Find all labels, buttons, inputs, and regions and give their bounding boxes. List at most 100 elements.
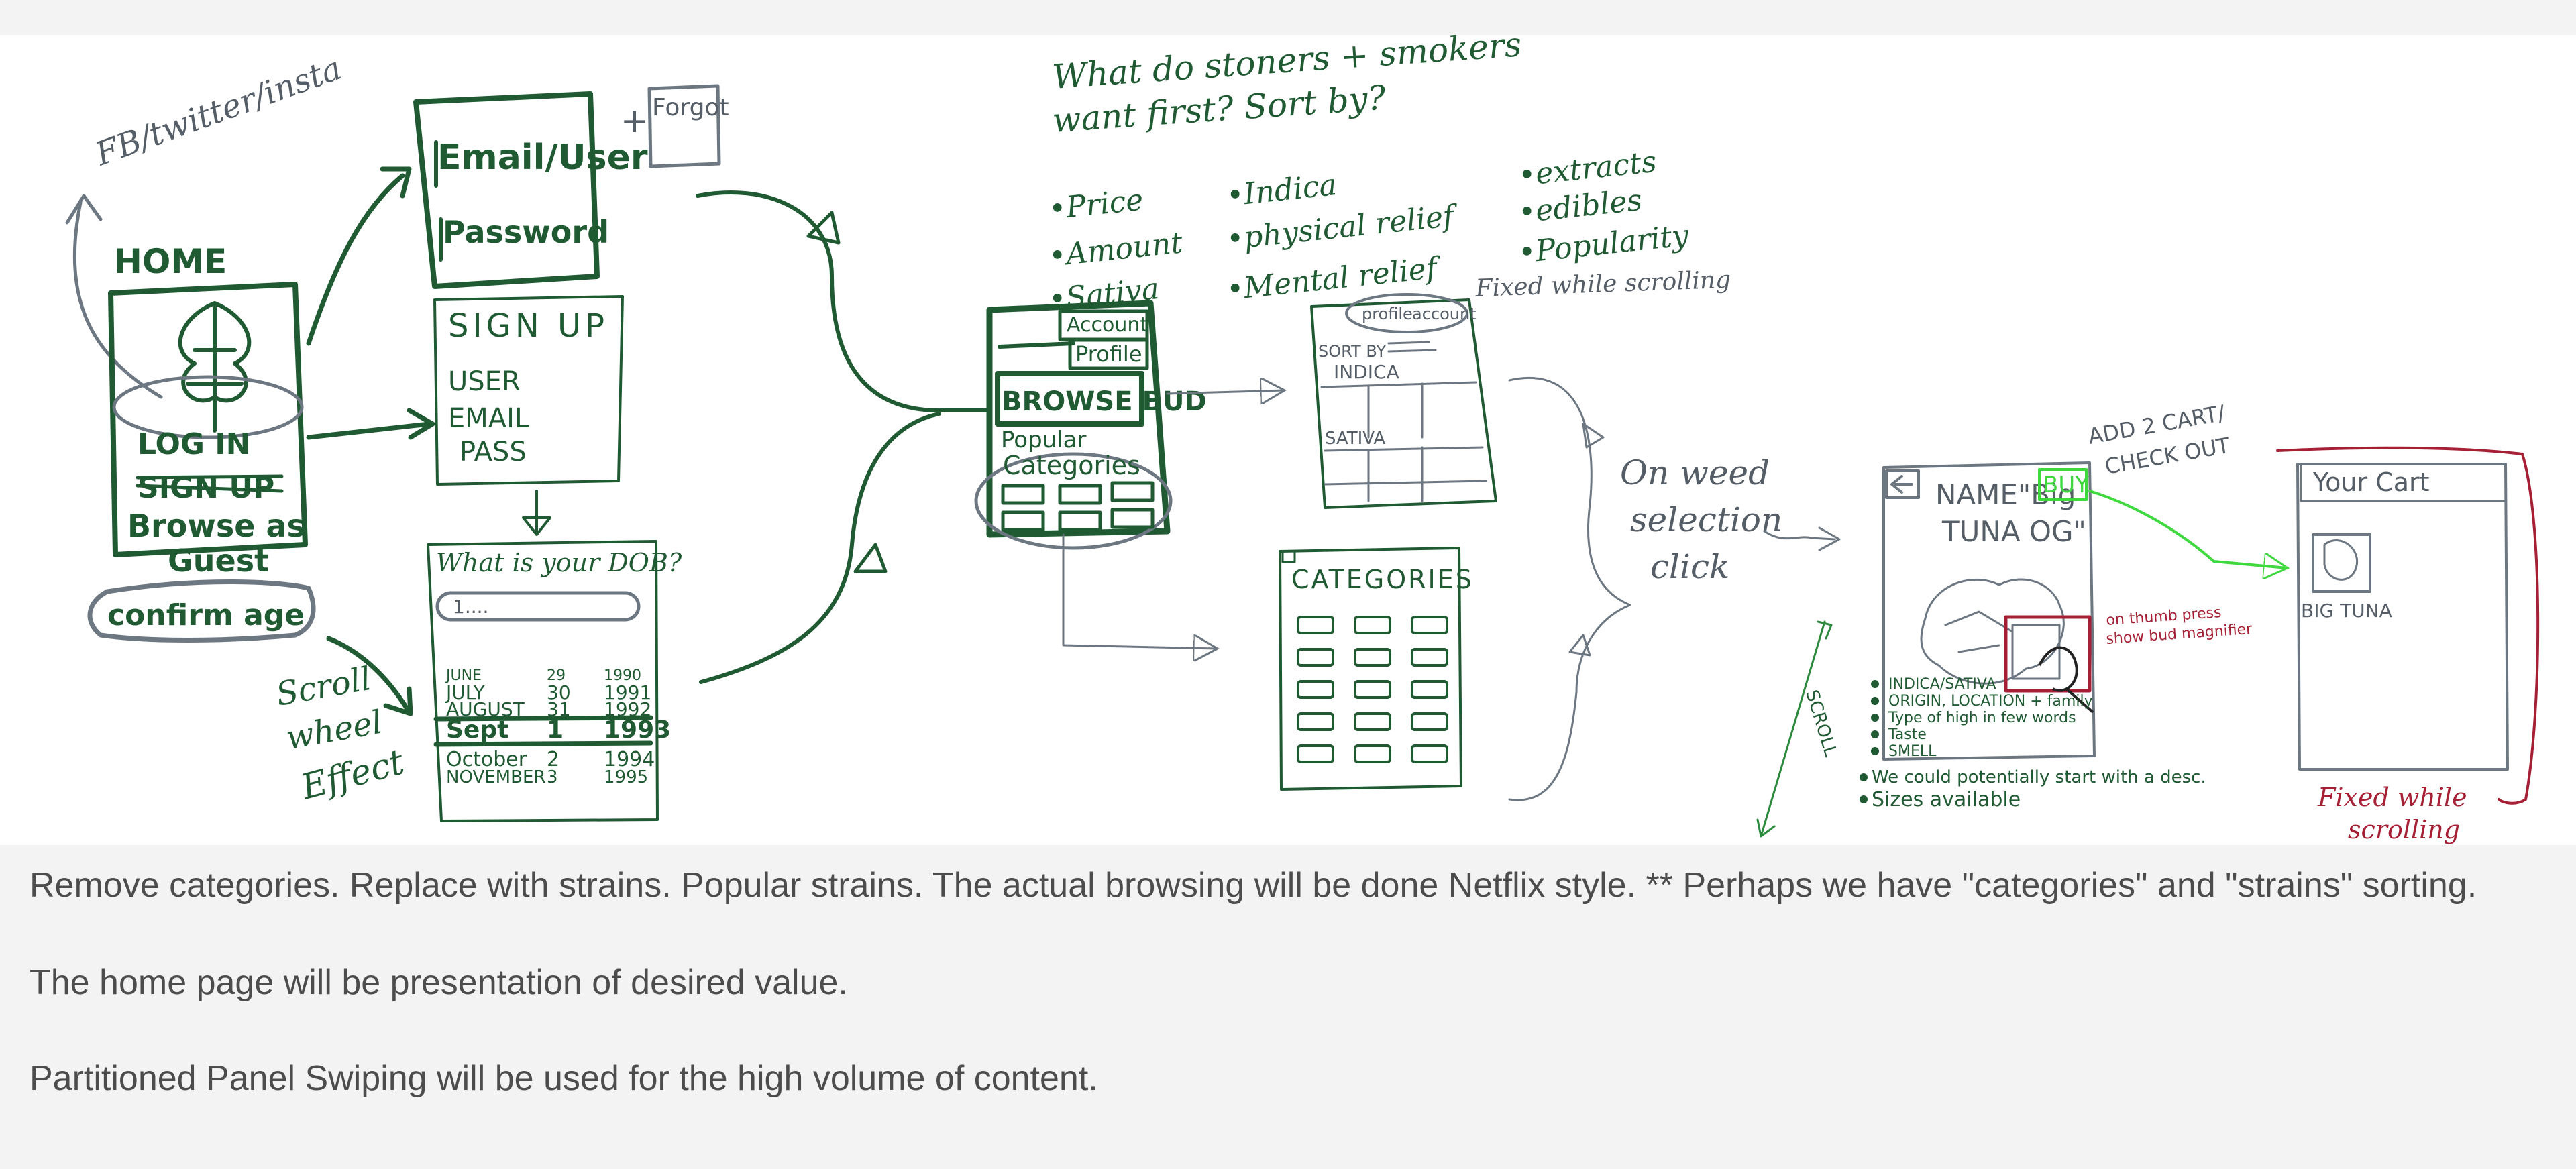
sort-option: •Amount [1047, 225, 1185, 274]
forgot-pass-box[interactable] [647, 84, 721, 168]
category-tile[interactable] [1411, 680, 1448, 699]
signup-pass-field[interactable]: PASS [460, 437, 527, 467]
browse-to-categories-arrow [1062, 533, 1218, 649]
product-detail-item: INDICA/SATIVA [1888, 676, 1996, 693]
category-tile[interactable] [1354, 712, 1391, 731]
category-tile[interactable] [1411, 744, 1448, 763]
category-tile[interactable] [1411, 616, 1448, 634]
sort-screen: profile account Fixed while scrolling SO… [1310, 266, 1731, 509]
leaf-logo-icon [178, 301, 252, 433]
sort-account-link[interactable]: account [1412, 304, 1477, 323]
sort-option: •Indica [1225, 168, 1338, 213]
signup-title: SIGN UP [448, 307, 608, 345]
home-title: HOME [114, 242, 227, 281]
product-detail-item: Taste [1888, 726, 1927, 743]
home-browse-as[interactable]: Browse as [127, 508, 305, 544]
product-name-line2: TUNA OG" [1941, 515, 2086, 548]
category-tile[interactable] [1297, 648, 1334, 667]
browse-screen: Account Profile BROWSE BUD Popular Categ… [974, 300, 1207, 550]
category-tile[interactable] [1297, 744, 1334, 763]
category-tile[interactable] [1354, 680, 1391, 699]
category-tile[interactable] [1354, 744, 1391, 763]
selection-note-line1: On weed [1620, 453, 1770, 492]
svg-text:Account: Account [1067, 313, 1148, 337]
browse-bud-button[interactable] [995, 371, 1144, 427]
cart-item-name[interactable]: BIG TUNA [2301, 600, 2392, 622]
category-tile[interactable] [1354, 648, 1391, 667]
cart-fixed-note-2: scrolling [2348, 815, 2460, 844]
sort-option: •Price [1047, 182, 1145, 226]
category-tile[interactable] [1297, 680, 1334, 699]
product-desc-note: We could potentially start with a desc. [1872, 767, 2206, 787]
dob-year: 1990 [604, 667, 641, 684]
buy-to-cart-arrow[interactable] [2088, 490, 2288, 568]
sativa-row[interactable]: SATIVA [1325, 429, 1385, 449]
confirm-age-outline [87, 579, 316, 643]
profile-account-pill[interactable] [1345, 293, 1468, 333]
indica-row[interactable]: INDICA [1334, 361, 1399, 383]
sort-profile-link[interactable]: profile [1362, 304, 1413, 323]
signup-to-dob-arrow [522, 490, 551, 536]
category-tiles[interactable] [1001, 481, 1155, 532]
product-detail-item: Type of high in few words [1888, 710, 2076, 726]
login-to-browse-curve [696, 190, 941, 412]
product-name-line1: NAME"Big [1935, 478, 2076, 511]
category-tile[interactable] [1411, 648, 1448, 667]
dob-input[interactable] [435, 591, 641, 622]
forgot-label[interactable]: Forgot [652, 94, 729, 121]
note-categories: Remove categories. Replace with strains.… [30, 866, 2477, 905]
category-grid[interactable] [1297, 616, 1448, 763]
cart-item-thumb[interactable] [2312, 533, 2371, 593]
profile-tab[interactable] [1068, 338, 1149, 370]
password-field[interactable]: Password [443, 214, 609, 250]
signup-screen: SIGN UP USER EMAIL PASS [433, 295, 624, 486]
fixed-scrolling-note: Fixed while scrolling [1474, 266, 1731, 302]
svg-text:Profile: Profile [1075, 341, 1142, 367]
selection-note-line2: selection [1630, 500, 1782, 539]
cart-title: Your Cart [2312, 467, 2430, 497]
sort-option: •Mental relief [1225, 251, 1443, 307]
wireframe-sketch: FB/twitter/insta HOME LOG IN SIGN UP Bro… [0, 35, 2576, 845]
bud-image [1920, 578, 2065, 685]
cart-screen: Your Cart BIG TUNA Fixed while scrolling [2276, 446, 2540, 844]
svg-text:Categories: Categories [1003, 451, 1140, 480]
sort-by-label: SORT BY [1318, 342, 1386, 361]
scroll-wheel-line1: Scroll [273, 660, 374, 714]
category-tile[interactable] [1297, 712, 1334, 731]
scroll-label: SCROLL [1801, 687, 1841, 759]
dob-year: 1994 [604, 748, 655, 771]
sketch-canvas: FB/twitter/insta HOME LOG IN SIGN UP Bro… [65, 35, 2540, 844]
dob-day: 1 [547, 716, 564, 744]
browse-to-sort-arrow [1166, 390, 1285, 394]
login-screen: Email/User Password + Forgot [413, 84, 729, 289]
category-tile[interactable] [1297, 616, 1334, 634]
social-arrow [72, 201, 163, 399]
category-tile[interactable] [1411, 712, 1448, 731]
dob-day: 29 [547, 667, 566, 684]
home-screen: HOME LOG IN SIGN UP Browse as Guest conf… [87, 242, 316, 643]
dob-question: What is your DOB? [436, 548, 682, 577]
thumb-icon [2038, 646, 2094, 714]
detail-bullet-icon [1871, 730, 1879, 738]
magnifier-box[interactable] [2004, 615, 2092, 693]
confirm-age-label[interactable]: confirm age [107, 598, 305, 632]
dob-year: 1995 [604, 767, 648, 787]
note-panel-swiping: Partitioned Panel Swiping will be used f… [30, 1059, 1098, 1098]
back-icon[interactable] [1885, 469, 1920, 499]
signup-email-field[interactable]: EMAIL [448, 403, 530, 434]
dob-year: 1993 [604, 716, 671, 744]
category-tile[interactable] [1354, 616, 1391, 634]
home-login-item[interactable]: LOG IN [138, 427, 251, 461]
dob-day: 30 [547, 681, 571, 704]
product-detail-item: ORIGIN, LOCATION + family [1888, 693, 2093, 710]
signup-user-field[interactable]: USER [448, 366, 521, 397]
email-field[interactable]: Email/User [437, 137, 648, 178]
home-guest[interactable]: Guest [168, 543, 269, 579]
buy-button[interactable] [2038, 468, 2088, 501]
dob-year: 1991 [604, 681, 651, 704]
cart-fixed-note-1: Fixed while [2317, 783, 2467, 812]
detail-bullet-icon [1871, 680, 1879, 688]
dob-month: JUNE [445, 667, 482, 684]
note-home-page: The home page will be presentation of de… [30, 963, 848, 1002]
